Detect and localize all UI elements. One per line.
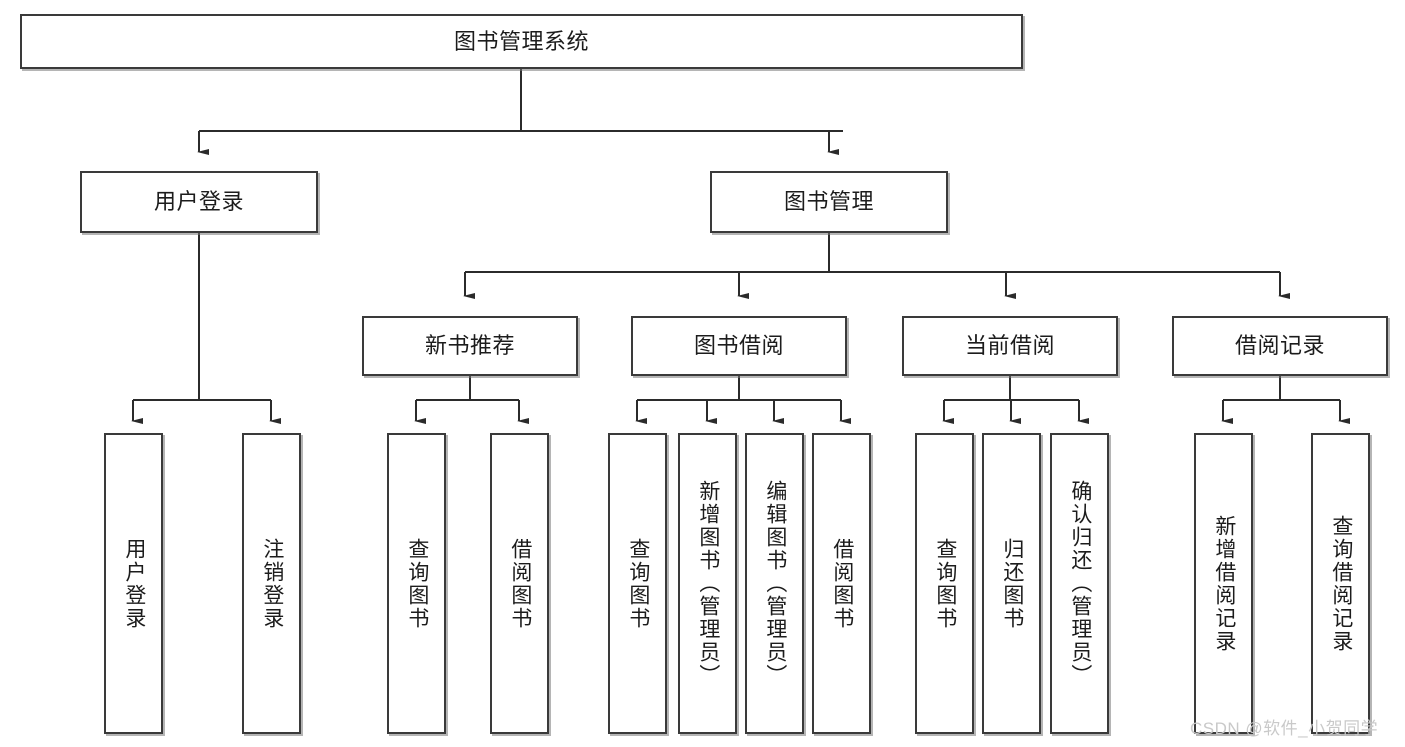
node-leaf-borrow-book-1[interactable]: 借阅图书 bbox=[490, 433, 549, 734]
node-leaf-logout-login-label: 注销登录 bbox=[260, 537, 284, 630]
node-leaf-edit-book-label: 编辑图书（管理员） bbox=[763, 480, 787, 687]
node-leaf-user-login-label: 用户登录 bbox=[122, 537, 146, 630]
node-leaf-borrow-book-2-label: 借阅图书 bbox=[830, 537, 854, 630]
node-borrow-record-label: 借阅记录 bbox=[1234, 333, 1325, 359]
node-leaf-query-book-1[interactable]: 查询图书 bbox=[387, 433, 446, 734]
node-leaf-confirm-return-label: 确认归还（管理员） bbox=[1068, 480, 1092, 687]
node-leaf-borrow-book-2[interactable]: 借阅图书 bbox=[812, 433, 871, 734]
node-leaf-query-book-3[interactable]: 查询图书 bbox=[915, 433, 974, 734]
node-leaf-add-record-label: 新增借阅记录 bbox=[1212, 514, 1236, 653]
node-root-label: 图书管理系统 bbox=[453, 28, 589, 54]
node-leaf-add-record[interactable]: 新增借阅记录 bbox=[1194, 433, 1253, 734]
node-leaf-query-book-1-label: 查询图书 bbox=[405, 537, 429, 630]
node-user-login[interactable]: 用户登录 bbox=[80, 171, 318, 233]
node-leaf-edit-book[interactable]: 编辑图书（管理员） bbox=[745, 433, 804, 734]
csdn-watermark: CSDN @软件_小贺同学 bbox=[1190, 719, 1379, 738]
node-book-manage-label: 图书管理 bbox=[783, 189, 874, 215]
node-leaf-confirm-return[interactable]: 确认归还（管理员） bbox=[1050, 433, 1109, 734]
node-new-book-rec[interactable]: 新书推荐 bbox=[362, 316, 578, 376]
node-book-borrow-label: 图书借阅 bbox=[693, 333, 784, 359]
node-leaf-add-book[interactable]: 新增图书（管理员） bbox=[678, 433, 737, 734]
node-leaf-add-book-label: 新增图书（管理员） bbox=[696, 480, 720, 687]
node-borrow-record[interactable]: 借阅记录 bbox=[1172, 316, 1388, 376]
node-book-manage[interactable]: 图书管理 bbox=[710, 171, 948, 233]
node-leaf-logout-login[interactable]: 注销登录 bbox=[242, 433, 301, 734]
node-new-book-rec-label: 新书推荐 bbox=[424, 333, 515, 359]
node-user-login-label: 用户登录 bbox=[153, 189, 244, 215]
node-leaf-query-book-3-label: 查询图书 bbox=[933, 537, 957, 630]
node-leaf-borrow-book-1-label: 借阅图书 bbox=[508, 537, 532, 630]
node-leaf-query-book-2-label: 查询图书 bbox=[626, 537, 650, 630]
node-root[interactable]: 图书管理系统 bbox=[20, 14, 1023, 69]
node-leaf-query-record[interactable]: 查询借阅记录 bbox=[1311, 433, 1370, 734]
node-leaf-return-book[interactable]: 归还图书 bbox=[982, 433, 1041, 734]
node-leaf-user-login[interactable]: 用户登录 bbox=[104, 433, 163, 734]
node-leaf-query-book-2[interactable]: 查询图书 bbox=[608, 433, 667, 734]
node-current-borrow[interactable]: 当前借阅 bbox=[902, 316, 1118, 376]
node-book-borrow[interactable]: 图书借阅 bbox=[631, 316, 847, 376]
node-current-borrow-label: 当前借阅 bbox=[964, 333, 1055, 359]
node-leaf-query-record-label: 查询借阅记录 bbox=[1329, 514, 1353, 653]
node-leaf-return-book-label: 归还图书 bbox=[1000, 537, 1024, 630]
